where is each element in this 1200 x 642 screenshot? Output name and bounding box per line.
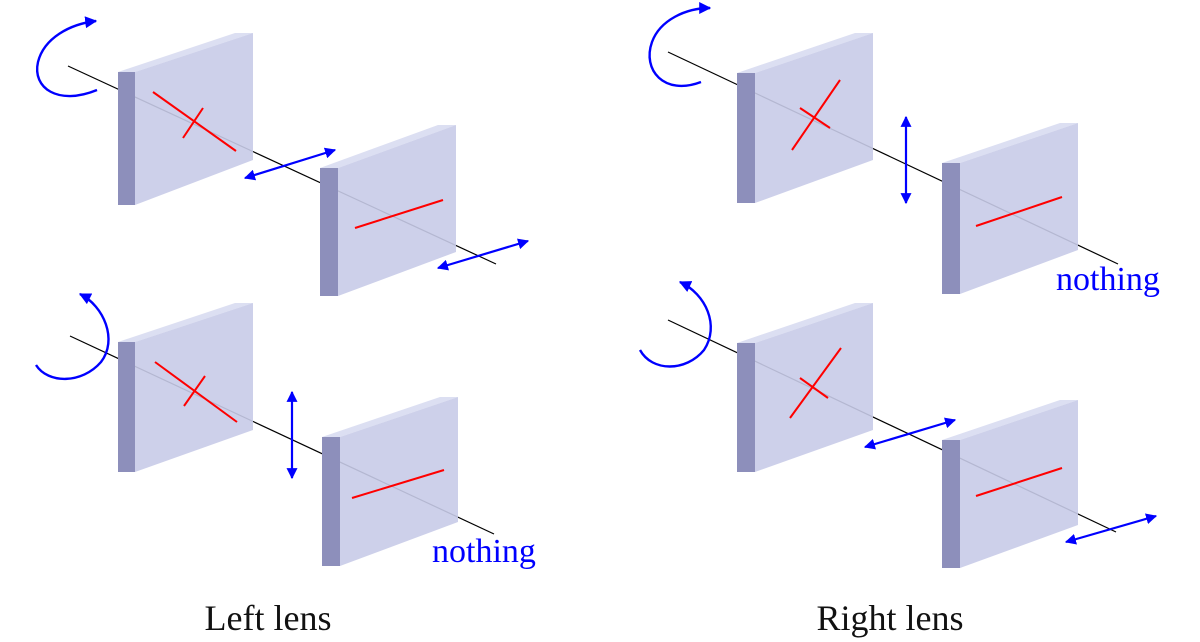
plate-5 — [737, 33, 873, 203]
plate-2 — [320, 125, 456, 296]
plate-3 — [118, 303, 253, 472]
beam-cross-mark — [799, 107, 831, 129]
double-headed-arrow-icon — [436, 238, 530, 271]
beam-cross-mark — [182, 107, 204, 139]
caption-left-lens: Left lens — [205, 598, 332, 638]
polarization-axis — [154, 361, 238, 423]
polarization-axis — [791, 79, 841, 151]
beam-cross-mark — [799, 377, 829, 399]
rotation-arrow-icon — [35, 16, 98, 98]
plate-1 — [118, 33, 253, 205]
panel-right-bottom — [638, 280, 1158, 568]
polarization-axis — [354, 199, 444, 229]
panel-left-bottom: nothing — [34, 292, 536, 570]
label-nothing: nothing — [1056, 261, 1160, 298]
rotation-arrow-icon — [648, 2, 712, 88]
label-nothing: nothing — [432, 533, 536, 570]
double-headed-arrow-icon — [863, 417, 957, 450]
double-headed-arrow-icon — [243, 147, 337, 181]
panel-right-top: nothing — [648, 2, 1160, 298]
panel-left-top — [35, 16, 530, 296]
rotation-arrow-icon — [638, 280, 712, 368]
plate-6 — [942, 123, 1078, 294]
polarization-axis — [975, 196, 1063, 227]
plate-8 — [942, 400, 1078, 568]
polarization-axis — [975, 467, 1063, 497]
polarization-axis — [789, 347, 842, 419]
rotation-arrow-icon — [34, 292, 110, 381]
plate-7 — [737, 303, 873, 472]
polarization-axis — [351, 469, 445, 499]
plate-4 — [322, 397, 458, 566]
caption-right-lens: Right lens — [816, 598, 963, 638]
double-headed-arrow-icon — [1064, 513, 1158, 545]
beam-cross-mark — [183, 375, 206, 407]
